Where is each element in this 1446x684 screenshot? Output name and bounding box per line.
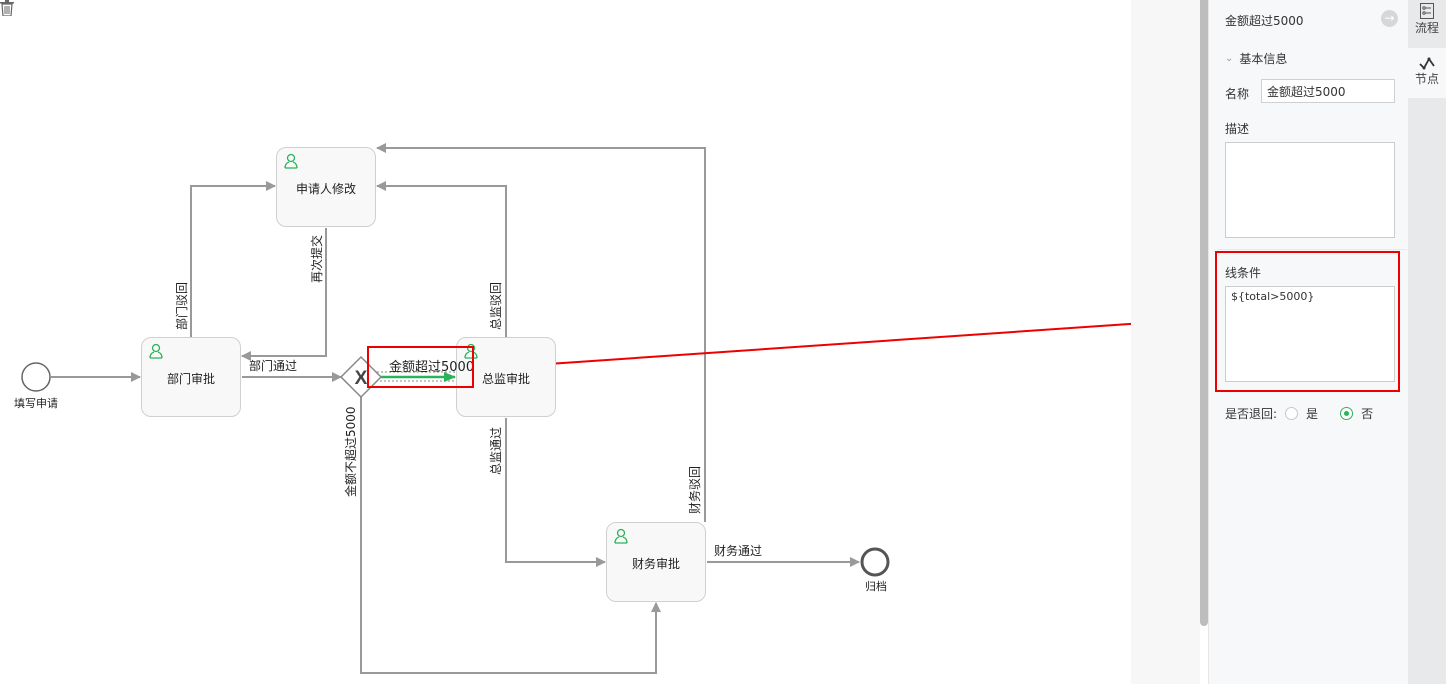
flow-label-director-pass[interactable]: 总监通过 [489, 426, 503, 475]
flow-label-dept-reject[interactable]: 部门驳回 [175, 281, 189, 330]
annotation-arrow [489, 322, 1131, 369]
trash-icon[interactable] [0, 0, 14, 16]
user-task-icon [284, 153, 298, 169]
radio-yes-label[interactable]: 是 [1306, 407, 1319, 421]
flow-dept-reject [190, 181, 276, 337]
diagram-connections: X [21, 143, 1131, 674]
flow-director-pass [505, 418, 606, 567]
condition-label: 线条件 [1225, 266, 1262, 280]
section-basic-info[interactable]: ⌄ 基本信息 [1225, 50, 1287, 67]
process-icon [1420, 3, 1434, 19]
radio-no-label[interactable]: 否 [1361, 407, 1374, 421]
user-task-icon [614, 528, 628, 544]
task-finance-approval[interactable]: 财务审批 [606, 522, 706, 602]
side-tabs: 流程 节点 [1408, 0, 1446, 684]
condition-textarea[interactable]: ${total>5000} [1225, 286, 1395, 382]
end-event-label: 归档 [865, 580, 887, 593]
flow-label-director-reject[interactable]: 总监驳回 [489, 281, 503, 330]
flow-amount-under [360, 397, 661, 674]
diagram-canvas[interactable]: X 填写申请 归档 部门审批 申请人修改 总监审批 财务审批 部门通过 部门驳回… [0, 0, 1131, 684]
section-title: 基本信息 [1239, 52, 1288, 66]
svg-text:X: X [355, 368, 368, 389]
task-dept-approval[interactable]: 部门审批 [141, 337, 241, 417]
start-event-label: 填写申请 [14, 397, 58, 410]
description-textarea[interactable] [1225, 142, 1395, 238]
flow-label-dept-pass[interactable]: 部门通过 [249, 359, 298, 373]
task-applicant-modify[interactable]: 申请人修改 [276, 147, 376, 227]
task-label: 部门审批 [166, 371, 215, 386]
tab-process[interactable]: 流程 [1408, 0, 1446, 48]
user-task-icon [149, 343, 163, 359]
flow-label-resubmit[interactable]: 再次提交 [310, 234, 324, 283]
properties-panel: 金额超过5000 → ⌄ 基本信息 名称 描述 线条件 ${total>5000… [1208, 0, 1408, 684]
user-task-icon [464, 343, 478, 359]
exclusive-gateway: X [339, 355, 383, 399]
canvas-gutter [1131, 0, 1200, 684]
flow-label-finance-pass[interactable]: 财务通过 [714, 544, 763, 558]
tab-label: 节点 [1414, 72, 1439, 86]
panel-title: 金额超过5000 [1225, 14, 1304, 28]
flow-label-amount-over[interactable]: 金额超过5000 [389, 360, 475, 375]
return-radio-group: 是否退回: 是 否 [1225, 405, 1373, 422]
task-label: 申请人修改 [295, 181, 356, 196]
flow-resubmit [241, 228, 327, 361]
radio-yes[interactable] [1285, 407, 1299, 420]
task-label: 总监审批 [481, 371, 530, 386]
task-label: 财务审批 [631, 556, 680, 571]
node-icon [1419, 57, 1435, 70]
flow-director-reject [376, 181, 507, 337]
flow-label-finance-reject[interactable]: 财务驳回 [688, 465, 702, 514]
chevron-down-icon: ⌄ [1225, 53, 1234, 64]
tab-label: 流程 [1414, 21, 1439, 35]
name-label: 名称 [1225, 87, 1250, 101]
arrow-right-icon[interactable]: → [1381, 10, 1398, 27]
panel-scrollbar[interactable] [1200, 0, 1208, 626]
name-input[interactable] [1261, 79, 1395, 103]
return-label: 是否退回: [1225, 407, 1278, 421]
end-event [860, 547, 890, 577]
start-event [21, 362, 51, 392]
task-director-approval[interactable]: 总监审批 [456, 337, 556, 417]
radio-no[interactable] [1340, 407, 1354, 420]
tab-node[interactable]: 节点 [1408, 48, 1446, 98]
description-label: 描述 [1225, 122, 1250, 136]
divider [1217, 249, 1407, 250]
flow-label-amount-under[interactable]: 金额不超过5000 [344, 406, 358, 497]
flow-finance-reject [376, 143, 706, 522]
